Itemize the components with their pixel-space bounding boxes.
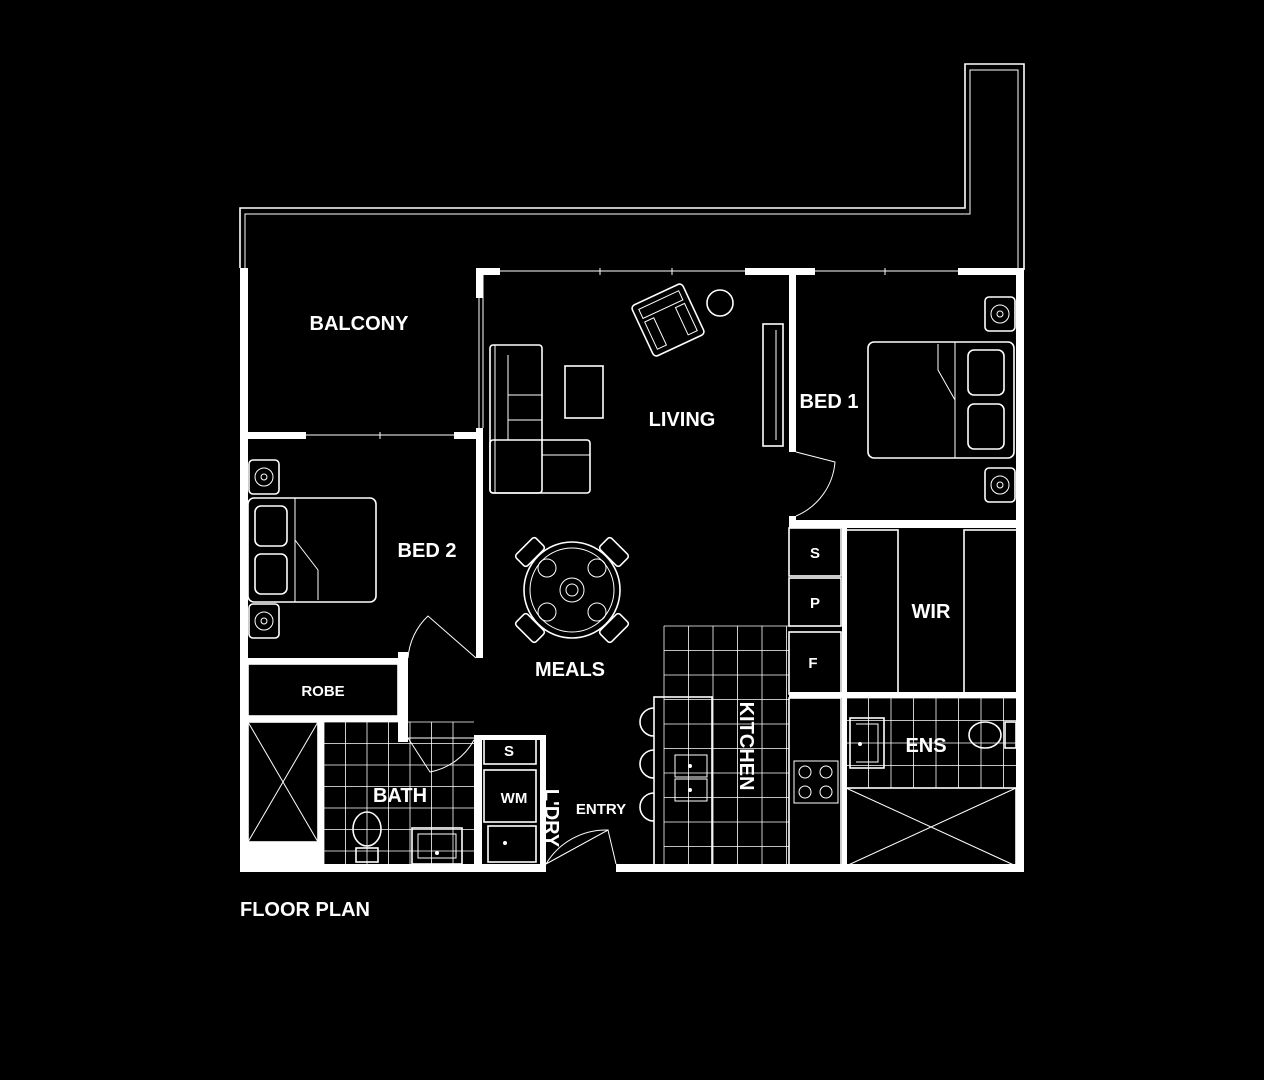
room-label-entry: ENTRY bbox=[576, 801, 626, 818]
room-label-ens: ENS bbox=[905, 735, 946, 757]
tv-unit-icon bbox=[762, 323, 784, 447]
fixture-label-pantry: P bbox=[810, 595, 820, 612]
coffee-table-icon bbox=[564, 365, 604, 419]
floor-plan-caption: FLOOR PLAN bbox=[240, 899, 370, 921]
bed1-bed-icon bbox=[867, 296, 1016, 503]
armchair-icon bbox=[631, 283, 734, 357]
fixture-label-shelf-laundry: S bbox=[504, 743, 514, 760]
room-label-laundry: L'DRY bbox=[540, 789, 562, 848]
room-label-kitchen: KITCHEN bbox=[735, 702, 757, 791]
room-label-balcony: BALCONY bbox=[310, 313, 410, 335]
room-label-bath: BATH bbox=[373, 785, 427, 807]
interior-walls bbox=[240, 268, 1024, 870]
fixture-label-shelf-kitchen: S bbox=[810, 545, 820, 562]
exterior-walls bbox=[240, 268, 1024, 872]
fixture-label-fridge: F bbox=[808, 655, 817, 672]
room-label-wir: WIR bbox=[912, 601, 951, 623]
room-label-meals: MEALS bbox=[535, 659, 605, 681]
room-label-bed2: BED 2 bbox=[398, 540, 457, 562]
fixture-label-washing-machine: WM bbox=[501, 790, 528, 807]
wir-shelving bbox=[788, 527, 1024, 868]
kitchen-area bbox=[639, 625, 842, 869]
balcony-outline bbox=[239, 63, 1025, 270]
laundry-area bbox=[483, 737, 537, 863]
room-label-living: LIVING bbox=[649, 409, 716, 431]
bathroom-area bbox=[247, 721, 474, 865]
room-label-bed1: BED 1 bbox=[800, 391, 859, 413]
ensuite-area bbox=[845, 697, 1017, 867]
robe-outline bbox=[247, 663, 399, 717]
bed2-bed-icon bbox=[247, 459, 377, 639]
dining-table-icon bbox=[514, 536, 630, 644]
room-label-robe: ROBE bbox=[301, 683, 344, 700]
sofa-icon bbox=[489, 344, 591, 494]
